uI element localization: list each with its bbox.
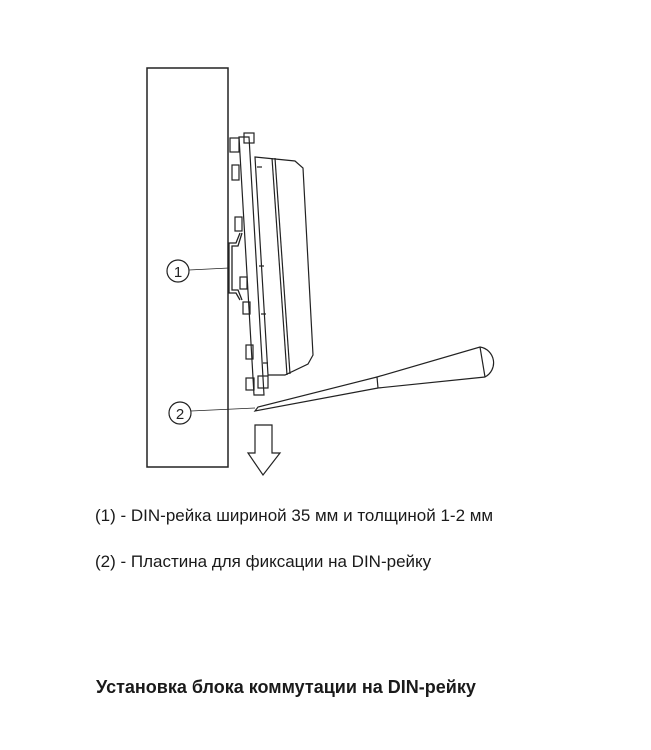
legend-item-2: (2) - Пластина для фиксации на DIN-рейку bbox=[95, 552, 432, 571]
screwdriver bbox=[253, 346, 495, 412]
switching-unit bbox=[229, 132, 314, 396]
callout-1: 1 bbox=[166, 259, 230, 283]
wall bbox=[146, 67, 229, 468]
callout-1-label: 1 bbox=[174, 264, 182, 281]
figure-caption: Установка блока коммутации на DIN-рейку bbox=[96, 677, 476, 697]
callout-2: 2 bbox=[168, 401, 256, 425]
callout-2-label: 2 bbox=[176, 406, 184, 423]
down-arrow-icon bbox=[246, 424, 282, 477]
din-rail bbox=[228, 232, 243, 301]
legend-item-1: (1) - DIN-рейка шириной 35 мм и толщиной… bbox=[95, 506, 494, 525]
